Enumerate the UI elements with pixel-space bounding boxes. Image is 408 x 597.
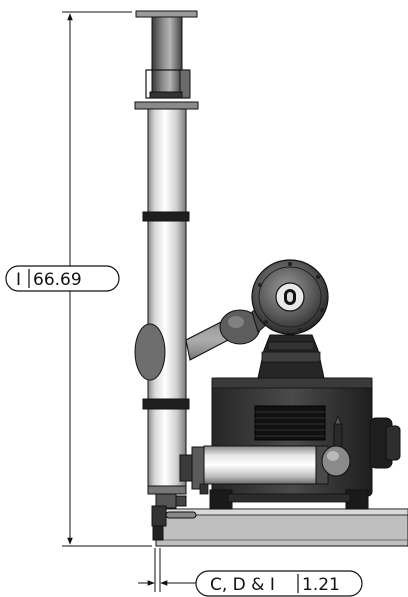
top-pipe (151, 16, 183, 96)
offset-label-prefix: C, D & I (210, 575, 275, 595)
clamp-1 (142, 211, 190, 222)
silencer-flange-left (179, 454, 193, 482)
blower-bolt (287, 261, 293, 267)
blower-assembly (251, 259, 329, 379)
offset-label-box (195, 570, 363, 597)
silencer-end-cap (321, 445, 351, 477)
indicator (333, 423, 343, 449)
motor-body (209, 377, 401, 510)
horizontal-silencer (179, 445, 351, 495)
silencer-flange-inner (191, 446, 205, 490)
offset-dimension: C, D & I 1.21 (138, 548, 363, 597)
silencer-body (203, 445, 329, 485)
top-flange (135, 10, 198, 18)
height-dimension: I 66.69 (5, 11, 152, 547)
stack-section-upper (147, 108, 187, 214)
height-label-box (5, 265, 120, 292)
clamp-2 (142, 398, 190, 410)
upper-flange (134, 101, 199, 110)
height-label-value: 66.69 (33, 270, 82, 290)
side-disc (134, 323, 166, 381)
offset-label-value: 1.21 (302, 575, 340, 595)
inlet-elbow (134, 299, 275, 381)
vertical-stack (134, 10, 199, 541)
cooling-grille (254, 405, 326, 441)
height-label-prefix: I (16, 270, 21, 290)
